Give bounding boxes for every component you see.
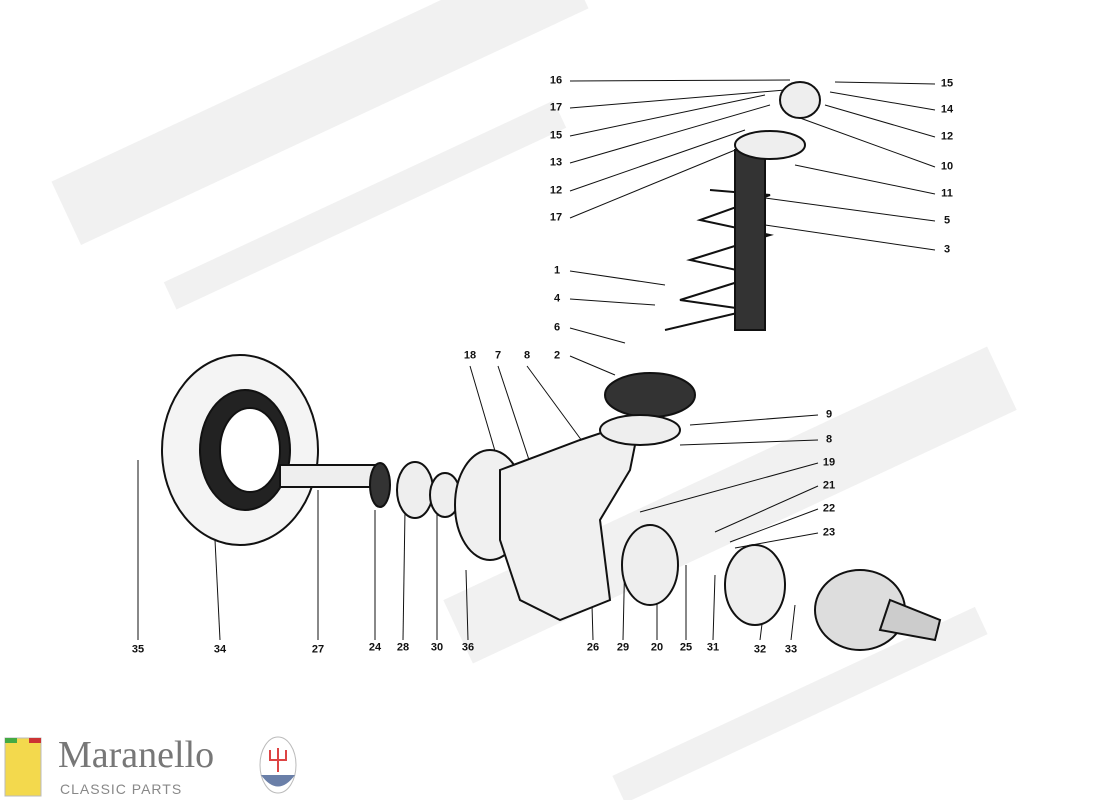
hub-carrier xyxy=(454,418,642,622)
callout-12: 12 xyxy=(940,130,954,143)
callout-15: 15 xyxy=(549,129,563,142)
callout-21: 21 xyxy=(822,479,836,492)
callout-20: 20 xyxy=(650,641,664,654)
callout-18: 18 xyxy=(463,349,477,362)
callout-29: 29 xyxy=(616,641,630,654)
watermark xyxy=(51,0,1017,800)
callout-6: 6 xyxy=(553,321,561,334)
callout-16: 16 xyxy=(549,74,563,87)
callout-33: 33 xyxy=(784,643,798,656)
callout-17: 17 xyxy=(549,211,563,224)
callout-32: 32 xyxy=(753,643,767,656)
callout-26: 26 xyxy=(586,641,600,654)
logo-subtitle: CLASSIC PARTS xyxy=(60,781,183,797)
drive-shaft xyxy=(279,461,461,519)
ferrari-logo xyxy=(4,737,42,797)
callout-10: 10 xyxy=(940,160,954,173)
coil-spring xyxy=(599,149,774,446)
callout-30: 30 xyxy=(430,641,444,654)
callout-13: 13 xyxy=(549,156,563,169)
callout-4: 4 xyxy=(553,292,561,305)
callout-11: 11 xyxy=(941,187,953,200)
callout-34: 34 xyxy=(213,643,227,656)
callout-23: 23 xyxy=(822,526,836,539)
callout-19: 19 xyxy=(822,456,836,469)
callout-31: 31 xyxy=(706,641,720,654)
callout-15: 15 xyxy=(940,77,954,90)
maserati-logo xyxy=(259,736,297,794)
callout-5: 5 xyxy=(943,214,951,227)
callout-24: 24 xyxy=(368,641,382,654)
callout-25: 25 xyxy=(679,641,693,654)
callout-17: 17 xyxy=(549,101,563,114)
callout-2: 2 xyxy=(553,349,561,362)
callout-36: 36 xyxy=(461,641,475,654)
top-mount xyxy=(734,81,821,160)
callout-12: 12 xyxy=(549,184,563,197)
axle-flange xyxy=(621,524,942,651)
callout-14: 14 xyxy=(940,103,954,116)
callout-8: 8 xyxy=(825,433,833,446)
callout-3: 3 xyxy=(943,243,951,256)
callout-7: 7 xyxy=(494,349,502,362)
callout-22: 22 xyxy=(822,502,836,515)
callout-27: 27 xyxy=(311,643,325,656)
callout-35: 35 xyxy=(131,643,145,656)
logo-name: Maranello xyxy=(58,734,215,776)
callout-8: 8 xyxy=(523,349,531,362)
callout-1: 1 xyxy=(553,264,561,277)
brake-disc xyxy=(161,354,319,546)
callout-28: 28 xyxy=(396,641,410,654)
callout-9: 9 xyxy=(825,408,833,421)
